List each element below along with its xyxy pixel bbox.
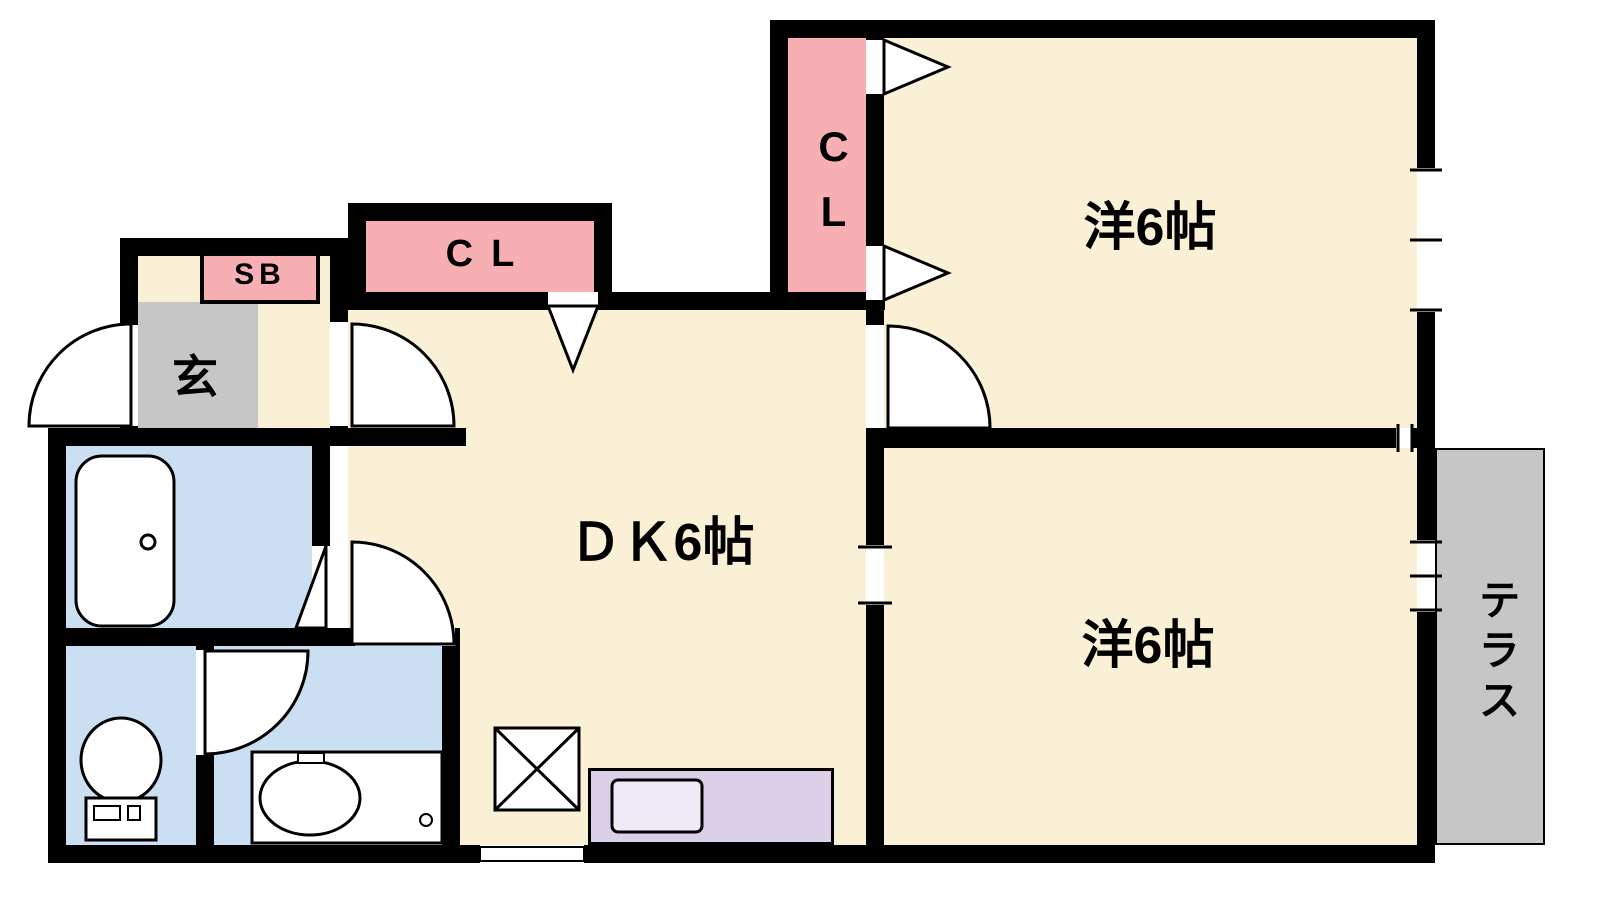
room-bedroom-top — [884, 38, 1417, 430]
toilet-flush-handle — [127, 805, 141, 821]
washroom-door-swing-arc — [350, 540, 456, 646]
shoe-box-label: SB — [234, 258, 286, 291]
window-ticks-bedroom-bottom — [1410, 540, 1442, 612]
terrace-area — [1435, 448, 1545, 845]
closet-column-door-triangle-top — [882, 37, 952, 97]
wall-between-bedrooms — [866, 428, 1435, 448]
hall-dk-door-opening — [330, 322, 348, 426]
wall-hall-top — [120, 238, 366, 256]
wall-exterior-top — [770, 20, 1435, 38]
bedroom-top-label: 洋6帖 — [1083, 199, 1217, 257]
closet-column-door-opening-top — [866, 40, 884, 94]
wall-dk-top — [348, 292, 885, 310]
bedroom-bottom-sliding-opening — [866, 545, 884, 605]
window-ticks-bedroom-top — [1410, 168, 1442, 312]
bedroom-top-door-opening — [866, 325, 884, 428]
wall-closet-center-right — [594, 203, 612, 310]
room-bedroom-bottom — [884, 448, 1417, 845]
wall-closet-center-top — [348, 203, 612, 221]
hall-dk-door-swing-arc — [350, 322, 456, 428]
dining-kitchen-label: ＤＫ6帖 — [569, 514, 755, 572]
bathtub — [74, 454, 176, 628]
closet-column-door-opening-bottom — [866, 246, 884, 300]
washbasin-faucet — [297, 752, 325, 764]
entrance-genkan-area — [138, 302, 258, 428]
wall-closet-column-left — [770, 20, 788, 310]
window-between-bedrooms — [1396, 428, 1412, 448]
bottom-opening-frame — [479, 846, 585, 862]
closet-center-area — [366, 221, 594, 292]
closet-column-door-triangle-bottom — [882, 243, 952, 303]
washbasin-drain — [419, 813, 433, 827]
sliding-door-ticks-dk — [858, 545, 892, 605]
front-door-swing-arc — [27, 322, 133, 428]
toilet-tank-detail — [93, 805, 121, 821]
toilet-door-swing-arc — [203, 649, 310, 756]
wall-hall-bath — [48, 428, 466, 446]
terrace-label: テラス — [1473, 578, 1520, 728]
bedroom-bottom-label: 洋6帖 — [1081, 617, 1215, 675]
toilet-bowl — [79, 716, 163, 804]
washing-machine-space — [493, 726, 581, 812]
window-ticks-between-bedrooms — [1396, 424, 1414, 452]
wall-closet-center-left — [348, 203, 366, 310]
washbasin-bowl — [258, 759, 362, 837]
closet-center-label: CL — [445, 233, 533, 275]
closet-column-area — [788, 38, 866, 292]
wall-exterior-bottom — [48, 845, 1435, 863]
wall-washroom-right — [442, 628, 460, 845]
bathtub-drain — [139, 533, 157, 551]
entrance-label: 玄 — [172, 351, 218, 403]
bathroom-door-triangle — [293, 545, 328, 630]
closet-center-door-triangle — [545, 304, 601, 375]
kitchen-sink — [610, 778, 704, 834]
closet-column-label: CL — [810, 123, 857, 253]
bottom-wall-opening — [480, 845, 584, 863]
bedroom-top-door-swing-arc — [886, 324, 992, 430]
